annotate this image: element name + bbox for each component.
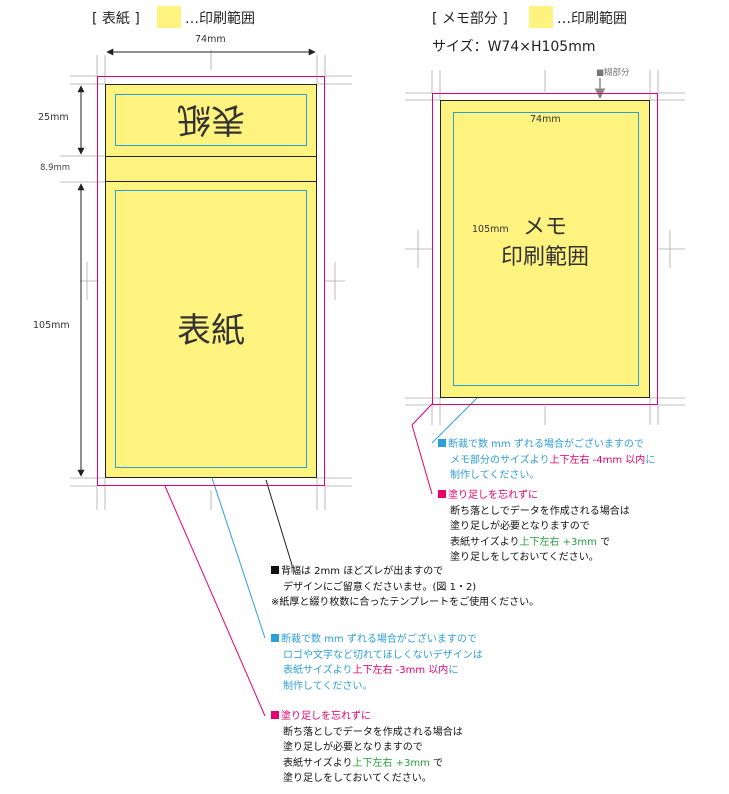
right-blue-note: 断裁で数 mm ずれる場合がございますので メモ部分のサイズより上下左右 -4m… [438,437,655,484]
left-body-safe-area [115,190,307,468]
left-header-legend: …印刷範囲 [185,11,255,27]
right-header-title: [ メモ部分 ] [432,11,508,27]
right-crop-marks [405,70,685,425]
right-red-note: 塗り足しを忘れずに 断ち落としでデータを作成される場合は 塗り足しが必要となりま… [438,488,630,566]
right-header-legend: …印刷範囲 [557,11,627,27]
right-dim-height: 105mm [472,224,509,235]
right-memo-trim [440,100,650,398]
leader-lines [164,387,488,717]
left-header-title: [ 表紙 ] [92,11,140,27]
left-dim-top: 25mm [38,112,69,123]
right-memo-safe-area [453,112,639,386]
blue-square-icon [438,439,446,447]
left-dim-spine: 8.9mm [40,163,71,173]
left-spine-band [105,156,317,182]
left-print-area-swatch [157,6,181,28]
left-red-note: 塗り足しを忘れずに 断ち落としでデータを作成される場合は 塗り足しが必要となりま… [271,709,463,787]
left-dimension-arrows [77,48,316,477]
left-cover-trim [105,84,317,478]
memo-label-line2: 印刷範囲 [500,245,589,270]
red-square-icon [438,490,446,498]
right-dim-width: 74mm [530,114,561,125]
left-dim-width: 74mm [195,34,226,45]
black-square-icon [271,566,279,574]
left-top-safe-area [115,94,307,146]
left-dim-body: 105mm [33,320,70,331]
right-print-area-swatch [529,6,553,28]
glue-label: ■糊部分 [596,68,630,78]
spine-note: 背幅は 2mm ほどズレが出ますので デザインにご留意くださいませ。(図 1・2… [271,566,540,608]
left-body-label: 表紙 [177,311,245,351]
blue-square-icon [271,634,279,642]
left-top-label-upside-down: 表紙 [177,99,245,139]
left-blue-note: 断裁で数 mm ずれる場合がございますので ロゴや文字など切れてほしくないデザイ… [271,632,483,694]
right-bleed-outline [432,93,658,405]
memo-label-line1: メモ [522,215,567,240]
right-size-text: サイズ：W74×H105mm [432,39,596,55]
left-bleed-outline [97,76,325,486]
red-square-icon [271,711,279,719]
